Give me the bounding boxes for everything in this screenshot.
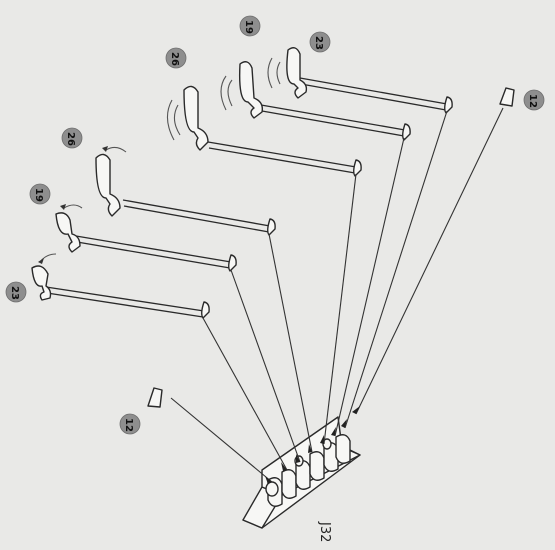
callout-right-left: 26 xyxy=(165,47,187,69)
rod-left-top xyxy=(95,146,276,236)
callout-right-right: 23 xyxy=(309,31,331,53)
svg-text:19: 19 xyxy=(33,188,44,202)
callout-end-cap-left: 12 xyxy=(119,413,141,435)
rod-left-middle xyxy=(55,204,237,272)
end-cap-right xyxy=(499,87,515,107)
callout-left-top: 26 xyxy=(61,127,83,149)
rod-right-right xyxy=(267,47,453,114)
svg-text:12: 12 xyxy=(123,418,134,432)
rod-right-middle xyxy=(220,61,411,141)
svg-text:19: 19 xyxy=(243,20,254,34)
svg-text:23: 23 xyxy=(313,36,324,50)
slotted-holder-base xyxy=(242,416,361,529)
svg-text:26: 26 xyxy=(65,132,76,146)
callout-left-middle: 19 xyxy=(29,183,51,205)
callout-end-cap-right: 12 xyxy=(523,89,545,111)
callout-right-middle: 19 xyxy=(239,15,261,37)
svg-text:12: 12 xyxy=(527,94,538,108)
svg-text:26: 26 xyxy=(169,52,180,66)
rod-right-left xyxy=(166,85,362,177)
part-code-label: J32 xyxy=(317,521,332,542)
assembly-leader-lines xyxy=(170,107,504,484)
end-cap-left xyxy=(147,387,163,408)
callout-left-bottom: 23 xyxy=(5,281,27,303)
rod-left-bottom xyxy=(31,253,210,319)
svg-text:23: 23 xyxy=(9,286,20,300)
